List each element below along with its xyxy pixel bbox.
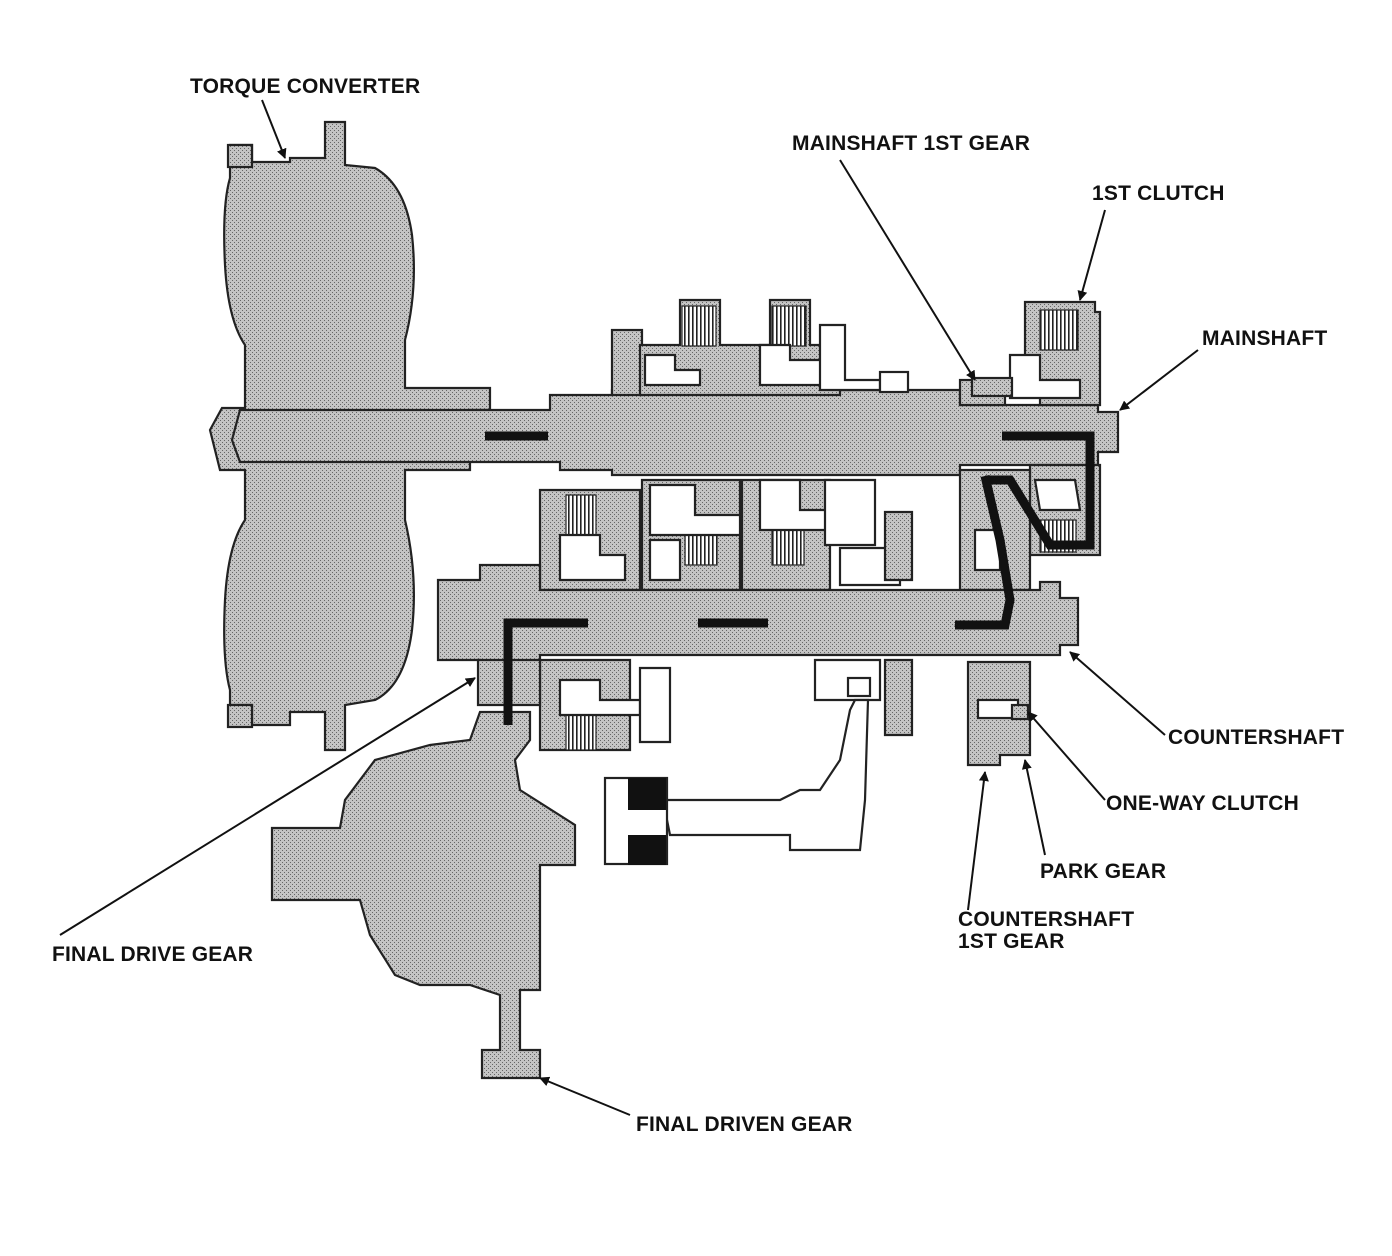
label-final-driven-gear: FINAL DRIVEN GEAR	[636, 1113, 853, 1136]
power-flow-path	[485, 431, 1095, 726]
label-park-gear: PARK GEAR	[1040, 860, 1167, 883]
label-mainshaft-1st-gear: MAINSHAFT 1ST GEAR	[792, 132, 1031, 155]
mainshaft-1st-gear	[970, 376, 1014, 398]
label-mainshaft: MAINSHAFT	[1202, 327, 1328, 350]
label-one-way-clutch: ONE-WAY CLUTCH	[1106, 792, 1299, 815]
differential	[270, 710, 577, 1080]
label-torque-converter: TORQUE CONVERTER	[190, 75, 421, 98]
countershaft-lower-gears	[538, 658, 914, 752]
label-final-drive-gear: FINAL DRIVE GEAR	[52, 943, 254, 966]
park-linkage	[603, 698, 870, 866]
mainshaft-clutch-packs	[638, 298, 910, 397]
mainshaft	[230, 328, 1120, 477]
first-clutch	[1008, 300, 1102, 557]
label-countershaft-1st-gear-line2: 1ST GEAR	[958, 930, 1065, 953]
label-countershaft-1st-gear-line1: COUNTERSHAFT	[958, 908, 1135, 931]
intermediate-gear-clusters	[538, 478, 914, 592]
leader-lines	[59, 99, 1199, 1116]
label-1st-clutch: 1ST CLUTCH	[1092, 182, 1225, 205]
label-countershaft: COUNTERSHAFT	[1168, 726, 1345, 749]
